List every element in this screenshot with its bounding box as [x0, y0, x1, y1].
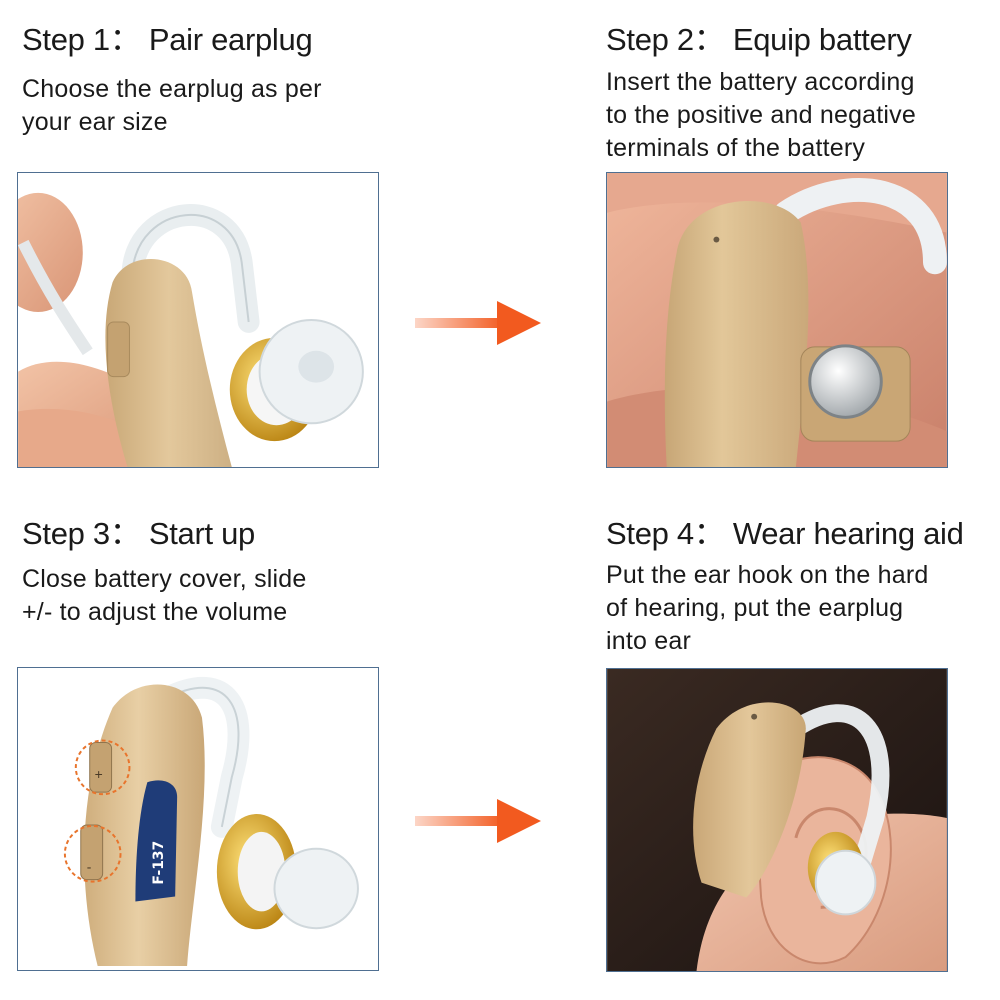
arrow-right-icon — [415, 799, 541, 843]
arrow-right-icon — [415, 301, 541, 345]
volume-callout-circle — [74, 739, 131, 796]
step-3-desc-line: +/- to adjust the volume — [22, 598, 288, 626]
silicone-earplug — [814, 849, 877, 916]
step-4-title: Step 4： Wear hearing aid — [606, 516, 964, 551]
step-2-desc-line: Insert the battery according — [606, 68, 915, 96]
step-3-description: Close battery cover, slide +/- to adjust… — [22, 563, 307, 629]
step-3-desc-line: Close battery cover, slide — [22, 565, 307, 593]
slider-minus-mark: - — [87, 859, 92, 875]
step-3-title: Step 3： Start up — [22, 516, 255, 551]
step-1-desc-line: Choose the earplug as per — [22, 75, 322, 103]
hearing-aid-body — [693, 702, 806, 898]
ear-hook-tube — [786, 704, 890, 877]
step-3-photo: F-137 + - — [17, 667, 379, 971]
step-1-description: Choose the earplug as per your ear size — [22, 73, 322, 139]
step-1-title: Step 1： Pair earplug — [22, 22, 313, 57]
hearing-aid-battery-illustration — [607, 173, 947, 467]
hearing-aid-volume-illustration: F-137 + - — [18, 668, 378, 970]
step-4-description: Put the ear hook on the hard of hearing,… — [606, 559, 929, 658]
step-4-desc-line: into ear — [606, 627, 691, 655]
step-2-desc-line: to the positive and negative — [606, 101, 916, 129]
step-2-photo — [606, 172, 948, 468]
hearing-aid-worn-illustration — [607, 669, 947, 971]
step-4-desc-line: Put the ear hook on the hard — [606, 561, 929, 589]
hearing-aid-body — [664, 200, 809, 467]
model-label-text: F-137 — [151, 841, 167, 885]
step-4-desc-line: of hearing, put the earplug — [606, 594, 904, 622]
hearing-aid-earplug-illustration — [18, 173, 378, 467]
slider-plus-mark: + — [95, 766, 103, 782]
ear-hook-tube — [774, 178, 947, 275]
step-2-title: Step 2： Equip battery — [606, 22, 912, 57]
model-label-plate — [135, 780, 178, 902]
silicone-earplug — [273, 847, 359, 930]
finger-thumb — [18, 192, 83, 313]
step-1-photo — [17, 172, 379, 468]
battery-cell — [808, 344, 883, 419]
hearing-aid-body — [105, 259, 232, 467]
volume-callout-circle — [63, 824, 122, 883]
step-2-description: Insert the battery according to the posi… — [606, 66, 916, 165]
step-1-desc-line: your ear size — [22, 108, 168, 136]
step-2-desc-line: terminals of the battery — [606, 134, 866, 162]
step-4-photo — [606, 668, 948, 972]
